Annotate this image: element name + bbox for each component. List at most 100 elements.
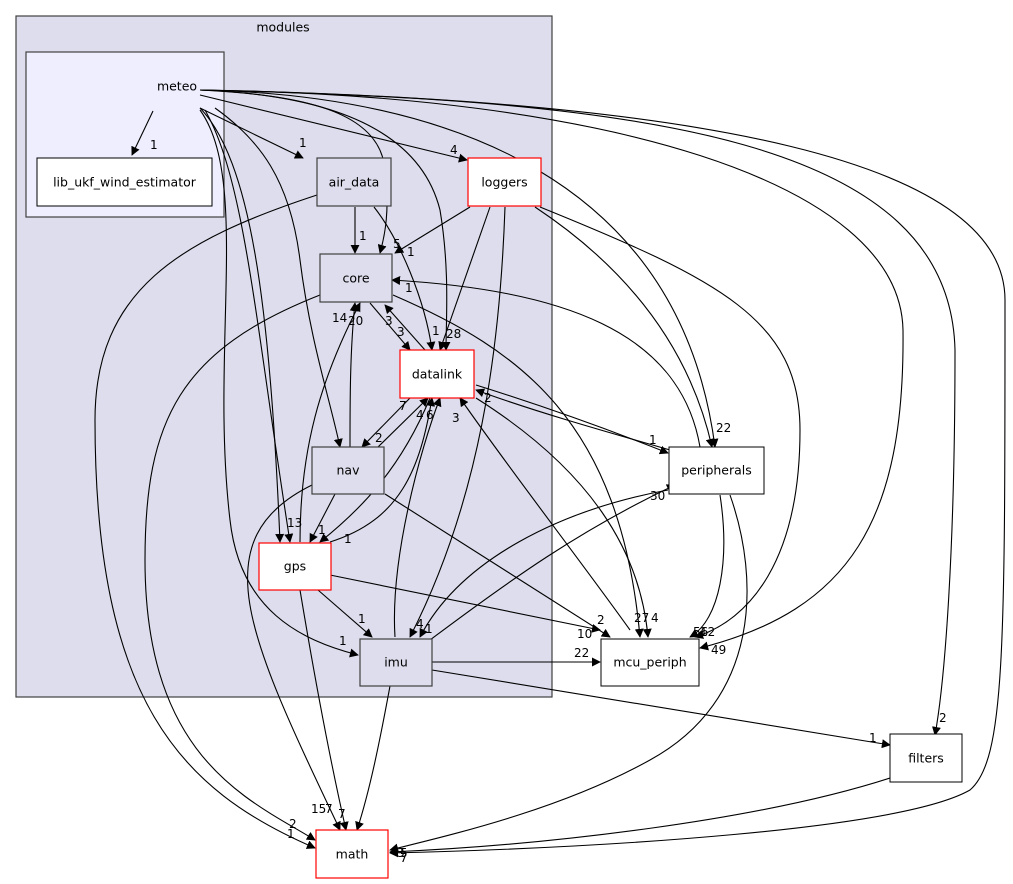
edge-gps-mcu xyxy=(329,574,601,633)
edge-label: 1 xyxy=(869,731,877,745)
edge-label: 2 xyxy=(939,711,947,725)
edge-core-mcu xyxy=(392,294,644,638)
edge-label: 4 xyxy=(416,617,424,631)
edge-label: 5 xyxy=(393,237,401,251)
edge-label: 7 xyxy=(338,807,346,821)
edge-label: 1 xyxy=(318,523,326,537)
edge-loggers-datalink xyxy=(438,206,491,351)
node-peripherals[interactable]: peripherals xyxy=(668,446,765,495)
edge-peripherals-datalink xyxy=(475,388,671,451)
edge-gps-imu xyxy=(317,589,373,638)
edge-core-math xyxy=(144,294,321,841)
edge-label: 10 xyxy=(577,627,592,641)
edge-label: 4 xyxy=(651,611,659,625)
edge-mcu-datalink xyxy=(459,397,631,631)
edge-label: 1 xyxy=(405,281,413,295)
edge-label: 2 xyxy=(289,817,297,831)
edge-datalink-mcu xyxy=(475,397,652,638)
node-label[interactable]: imu xyxy=(384,655,408,670)
edge-label: 1 xyxy=(287,827,295,841)
node-label[interactable]: peripherals xyxy=(681,463,752,478)
node-label[interactable]: lib_ukf_wind_estimator xyxy=(53,175,197,190)
edge-label: 2 xyxy=(484,391,492,405)
edges-layer xyxy=(94,89,1006,858)
edge-filters-math xyxy=(389,777,891,857)
edge-gps-math xyxy=(299,589,349,831)
node-label[interactable]: nav xyxy=(337,463,361,478)
edge-loggers-core xyxy=(394,206,471,254)
node-loggers[interactable]: loggers xyxy=(467,157,542,207)
node-label[interactable]: filters xyxy=(908,751,944,766)
node-math[interactable]: math xyxy=(315,829,389,879)
edge-label: 2 xyxy=(597,613,605,627)
cluster-meteo-label[interactable]: meteo xyxy=(157,79,197,94)
edge-label: 1 xyxy=(432,324,440,338)
node-label[interactable]: loggers xyxy=(481,175,527,190)
node-label[interactable]: gps xyxy=(284,559,306,574)
node-label[interactable]: air_data xyxy=(329,175,380,190)
edge-label: 22 xyxy=(716,421,731,435)
edge-meteo-datalink xyxy=(199,89,451,351)
edge-loggers-imu xyxy=(409,206,506,638)
edge-gps-core xyxy=(299,302,361,543)
node-label[interactable]: math xyxy=(336,847,369,862)
edge-label: 1 xyxy=(359,229,367,243)
cluster-modules-label: modules xyxy=(256,20,309,35)
edge-meteo-math xyxy=(199,89,1006,858)
edge-imu-peripherals xyxy=(429,484,676,641)
edge-label: 3 xyxy=(452,411,460,425)
edge-datalink-peripherals xyxy=(475,384,669,455)
node-datalink[interactable]: datalink xyxy=(399,349,475,399)
edge-label: 6 xyxy=(426,408,434,422)
edge-label: 3 xyxy=(397,846,405,860)
edge-label: 13 xyxy=(287,516,302,530)
edge-nav-core xyxy=(349,302,359,448)
node-filters[interactable]: filters xyxy=(889,733,963,783)
node-mcu-periph[interactable]: mcu_periph xyxy=(600,638,700,687)
edge-imu-filters xyxy=(431,669,891,749)
edge-loggers-peripherals xyxy=(534,206,715,448)
edge-core-datalink xyxy=(369,302,411,351)
edge-nav-gps xyxy=(309,493,336,543)
edge-label: 30 xyxy=(650,489,665,503)
edge-meteo-imu xyxy=(199,109,359,658)
edge-label: 22 xyxy=(574,646,589,660)
edge-label: 1 xyxy=(150,138,158,152)
edge-label: 27 xyxy=(634,611,649,625)
node-core[interactable]: core xyxy=(319,253,393,303)
edge-peripherals-imu xyxy=(419,489,669,638)
edge-meteo-filters xyxy=(199,89,956,736)
node-lib-ukf-wind-estimator[interactable]: lib_ukf_wind_estimator xyxy=(36,157,213,207)
edge-label: 5 xyxy=(400,846,408,860)
edge-label: 2 xyxy=(375,431,383,445)
edge-label: 28 xyxy=(446,327,461,341)
edge-meteo-nav xyxy=(214,107,343,448)
edge-label: 3 xyxy=(397,325,405,339)
node-air-data[interactable]: air_data xyxy=(316,157,392,207)
edge-imu-math xyxy=(355,685,391,831)
node-label[interactable]: datalink xyxy=(412,367,463,382)
edge-label: 7 xyxy=(325,802,333,816)
edge-nav-math xyxy=(246,484,341,831)
node-nav[interactable]: nav xyxy=(311,446,385,495)
edge-label: 1 xyxy=(339,634,347,648)
edge-datalink-core xyxy=(384,304,426,351)
edge-label: 1 xyxy=(358,612,366,626)
edge-label: 14 xyxy=(332,311,347,325)
edge-datalink-nav xyxy=(361,397,411,448)
edge-meteo-gps xyxy=(199,107,285,543)
edge-label: 1 xyxy=(344,532,352,546)
node-gps[interactable]: gps xyxy=(258,542,332,591)
edge-gps-datalink xyxy=(329,397,436,543)
edge-air_data-datalink xyxy=(373,206,436,351)
node-imu[interactable]: imu xyxy=(359,638,433,687)
edge-label: 7 xyxy=(399,399,407,413)
edge-labels: 1 1 4 1 1 5 1 3 3 1 28 14 20 2 7 4 6 3 2… xyxy=(150,136,947,865)
edge-label: 3 xyxy=(385,314,393,328)
node-label[interactable]: mcu_periph xyxy=(613,655,686,670)
edge-label: 56 xyxy=(693,625,708,639)
edge-label: 7 xyxy=(400,851,408,865)
node-label[interactable]: core xyxy=(342,271,369,286)
edge-label: 12 xyxy=(700,625,715,639)
edge-nav-datalink xyxy=(377,397,429,448)
